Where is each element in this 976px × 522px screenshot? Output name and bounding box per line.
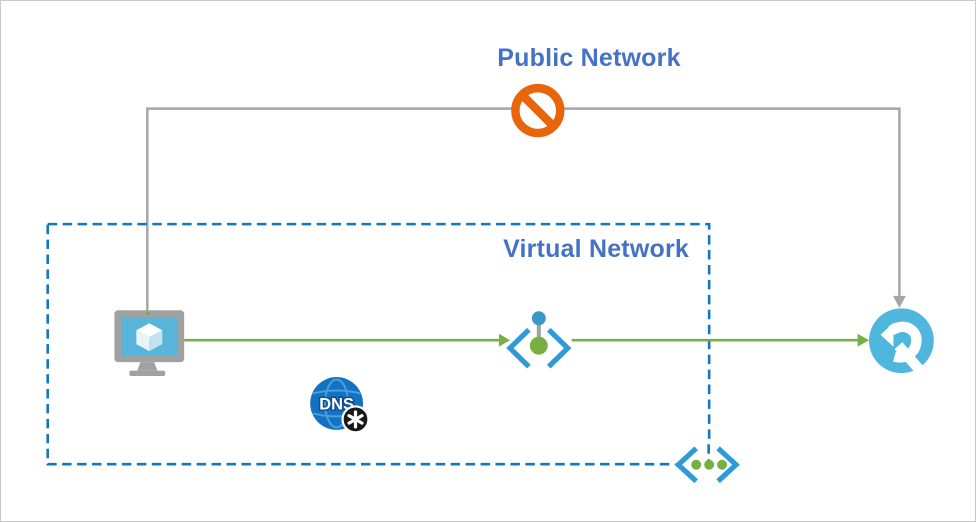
virtual-machine-icon bbox=[114, 310, 185, 377]
virtual-network-boundary bbox=[46, 222, 711, 466]
private-endpoint-icon bbox=[506, 311, 572, 369]
relay-icon bbox=[869, 308, 934, 374]
public-network-label: Public Network bbox=[497, 44, 681, 72]
prohibition-icon bbox=[511, 83, 565, 138]
dns-label: DNS bbox=[319, 395, 354, 413]
service-endpoint-icon bbox=[674, 443, 744, 490]
vm-to-endpoint-arrow bbox=[184, 333, 510, 347]
virtual-network-label: Virtual Network bbox=[503, 235, 689, 263]
endpoint-to-relay-arrow bbox=[571, 333, 870, 347]
private-dns-icon: DNS bbox=[310, 377, 370, 434]
asterisk-badge-icon bbox=[341, 405, 370, 434]
public-path-connector bbox=[146, 107, 906, 312]
